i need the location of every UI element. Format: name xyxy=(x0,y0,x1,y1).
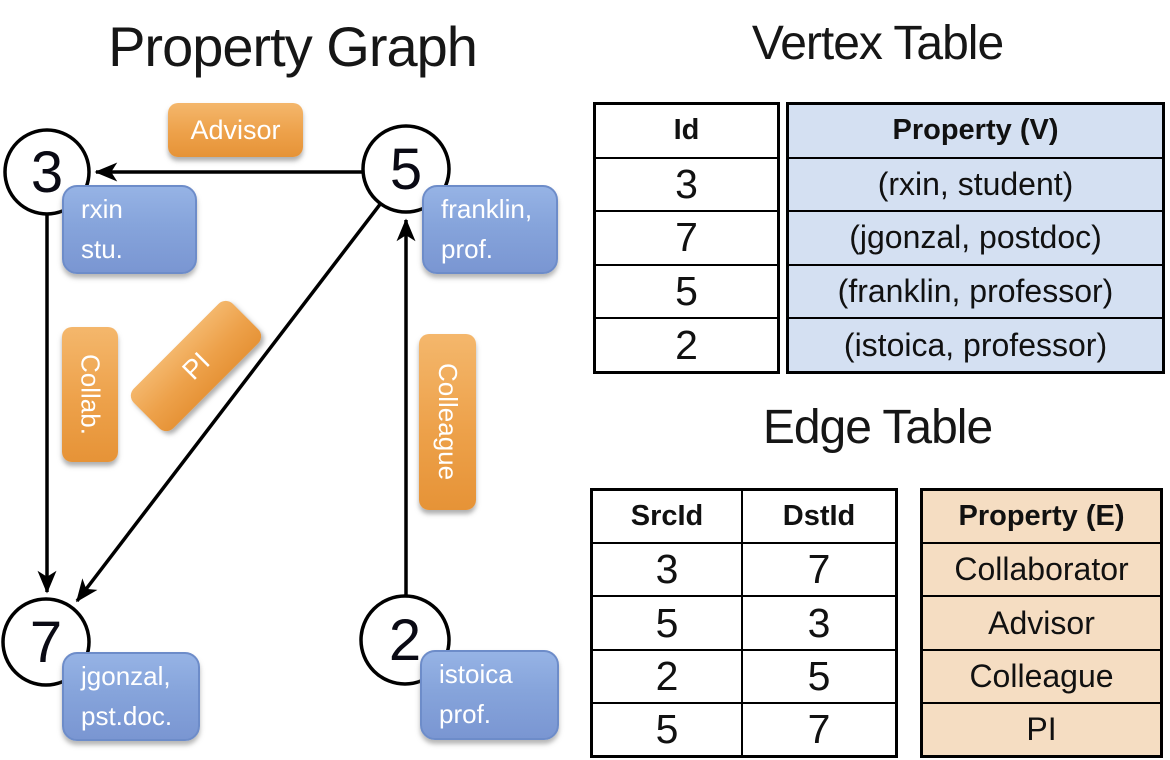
vertex-table-id-column: Id 3 7 5 2 xyxy=(593,102,780,374)
edge-property-cell: Colleague xyxy=(969,657,1114,694)
node-label-line: pst.doc. xyxy=(81,700,173,731)
node-label-rxin: rxin stu. xyxy=(62,185,197,274)
table-row: (franklin, professor) xyxy=(789,263,1162,318)
table-row: 5 7 xyxy=(593,701,895,756)
edge-label-colleague: Colleague xyxy=(419,334,476,510)
edge-table-title: Edge Table xyxy=(762,401,993,454)
node-label-jgonzal: jgonzal, pst.doc. xyxy=(62,652,200,741)
vertex-property-cell: (rxin, student) xyxy=(877,165,1074,202)
edge-src-header: SrcId xyxy=(630,500,704,533)
node-label-line: prof. xyxy=(439,699,492,729)
edge-dst-cell: 7 xyxy=(741,544,895,596)
edge-table-property-column: Property (E) Collaborator Advisor Collea… xyxy=(920,488,1163,758)
edge-property-cell: PI xyxy=(1026,710,1057,747)
vertex-table-property-column: Property (V) (rxin, student) (jgonzal, p… xyxy=(786,102,1165,374)
table-row: 5 3 xyxy=(593,595,895,649)
vertex-id-cell: 5 xyxy=(675,268,698,315)
vertex-property-cell: (jgonzal, postdoc) xyxy=(849,219,1102,256)
table-row: PI xyxy=(923,701,1160,755)
vertex-id-cell: 2 xyxy=(675,321,698,368)
edge-src-cell: 5 xyxy=(655,599,679,646)
node-label-line: stu. xyxy=(81,233,123,264)
edge-table-ids-columns: SrcId DstId 3 7 5 3 2 5 5 7 xyxy=(590,488,898,758)
edge-property-cell: Collaborator xyxy=(954,551,1129,588)
vertex-id-3: 3 xyxy=(30,139,64,205)
node-label-line: jgonzal, xyxy=(81,660,171,691)
vertex-id-5: 5 xyxy=(389,136,423,202)
node-label-istoica: istoica prof. xyxy=(420,650,559,740)
table-row: Advisor xyxy=(923,595,1160,648)
edge-src-cell: 5 xyxy=(655,705,679,752)
edge-label-advisor: Advisor xyxy=(168,103,303,157)
table-header-row: Property (V) xyxy=(789,105,1162,157)
vertex-property-cell: (franklin, professor) xyxy=(837,273,1114,310)
vertex-property-header: Property (V) xyxy=(892,114,1059,147)
edge-arrow-5-to-7 xyxy=(75,201,383,603)
property-graph-title: Property Graph xyxy=(108,15,478,78)
table-row: (istoica, professor) xyxy=(789,317,1162,371)
node-label-line: prof. xyxy=(441,233,494,264)
vertex-id-cell: 7 xyxy=(675,214,698,261)
edge-label-collab: Collab. xyxy=(62,327,118,462)
edge-dst-cell: 3 xyxy=(741,597,895,649)
table-header-row: SrcId DstId xyxy=(593,491,895,543)
edge-src-cell: 3 xyxy=(655,546,679,593)
table-row: Collaborator xyxy=(923,542,1160,595)
table-row: 2 xyxy=(596,317,777,371)
table-row: (rxin, student) xyxy=(789,156,1162,211)
node-label-franklin: franklin, prof. xyxy=(422,185,558,274)
node-label-line: istoica xyxy=(439,659,513,690)
table-header-row: Property (E) xyxy=(923,491,1160,542)
edge-dst-header: DstId xyxy=(741,491,895,543)
table-row: 5 xyxy=(596,263,777,318)
table-header-row: Id xyxy=(596,105,777,157)
edge-dst-cell: 5 xyxy=(741,650,895,702)
edge-src-cell: 2 xyxy=(655,652,679,699)
edge-property-header: Property (E) xyxy=(958,500,1125,533)
vertex-table-title: Vertex Table xyxy=(751,17,1004,70)
table-row: 3 7 xyxy=(593,542,895,596)
edge-property-cell: Advisor xyxy=(988,604,1095,641)
vertex-property-cell: (istoica, professor) xyxy=(843,326,1108,363)
vertex-id-cell: 3 xyxy=(675,160,698,207)
table-row: 2 5 xyxy=(593,648,895,702)
edge-dst-cell: 7 xyxy=(741,703,895,756)
vertex-id-2: 2 xyxy=(388,607,422,673)
table-row: Colleague xyxy=(923,648,1160,702)
table-row: 7 xyxy=(596,210,777,264)
node-label-line: franklin, xyxy=(441,193,533,224)
node-label-line: rxin xyxy=(81,193,123,224)
vertex-id-7: 7 xyxy=(29,609,63,675)
vertex-id-header: Id xyxy=(673,114,700,147)
table-row: 3 xyxy=(596,156,777,211)
table-row: (jgonzal, postdoc) xyxy=(789,210,1162,264)
